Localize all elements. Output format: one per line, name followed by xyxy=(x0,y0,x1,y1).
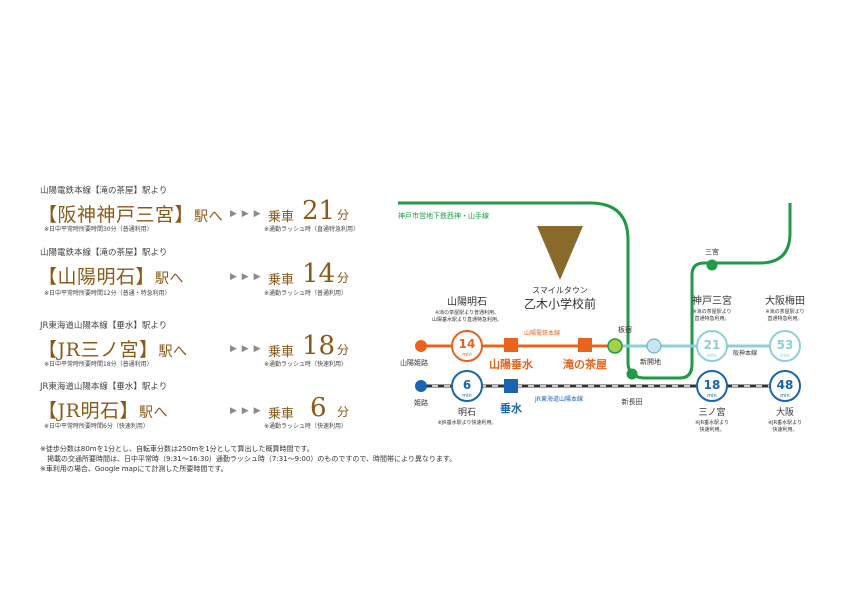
shin-nagata-label: 新長田 xyxy=(622,397,643,406)
himeji-label: 姫路 xyxy=(414,398,428,407)
route-1-from: 山陽電鉄本線【滝の茶屋】駅より xyxy=(40,186,168,196)
route-2-rush: ※通勤ラッシュ時（普通利用） xyxy=(264,290,348,297)
kobe-sannomiya-badge xyxy=(696,330,728,362)
route-3-destination: 【JR三ノ宮】駅へ xyxy=(38,339,188,361)
subway-line xyxy=(398,201,792,380)
sannomiya-jr-note-2: 快速利用。 xyxy=(699,426,724,433)
route-2-fun: 分 xyxy=(337,271,350,285)
osaka-umeda-badge xyxy=(769,330,801,362)
route-2-jousha: 乗車 xyxy=(268,273,295,288)
subway-line-label: 神戸市営地下鉄西神・山手線 xyxy=(398,211,489,220)
akashi-jr-min: 6 xyxy=(463,378,471,392)
sannomiya-jr-min: 18 xyxy=(704,378,721,392)
osaka-jr-badge xyxy=(769,370,801,402)
route-3-fun: 分 xyxy=(337,343,350,357)
sanyo-line-label: 山陽電鉄本線 xyxy=(524,329,560,337)
tarumi-marker xyxy=(504,379,518,393)
jr-line-label: JR東海道山陽本線 xyxy=(534,395,583,403)
osaka-umeda-label: 大阪梅田 xyxy=(765,294,805,307)
sanyo-himeji-dot xyxy=(415,340,427,352)
kobe-sannomiya-min: 21 xyxy=(704,338,721,352)
osaka-jr-label: 大阪 xyxy=(776,406,794,418)
route-4-rush: ※通勤ラッシュ時（快速利用） xyxy=(264,423,348,430)
route-4-arrows: ▶ ▶ ▶ xyxy=(230,406,262,416)
sannomiya-jr-label: 三ノ宮 xyxy=(698,406,725,418)
kobe-sannomiya-note-2: 直通特急利用。 xyxy=(694,315,729,322)
sanyo-akashi-badge xyxy=(451,330,483,362)
osaka-umeda-min: 53 xyxy=(777,338,794,352)
route-4-fun: 分 xyxy=(337,405,350,419)
sanyo-tarumi-marker xyxy=(504,338,518,352)
route-4-jousha: 乗車 xyxy=(268,407,295,422)
itayado-dot xyxy=(607,338,623,354)
tarumi-label: 垂水 xyxy=(500,401,523,415)
kobe-sannomiya-note-1: ※滝の茶屋駅より xyxy=(692,308,731,315)
route-1-daytime: ※日中平常時所要時間30分（普通利用） xyxy=(44,226,153,233)
sannomiya-subway-dot xyxy=(706,259,718,271)
akashi-jr-unit: min xyxy=(462,393,471,399)
footnote-2: 掲載の交通所要時間は、日中平常時（9:31〜16:30）通勤ラッシュ時（7:31… xyxy=(40,455,457,463)
sanyo-akashi-label: 山陽明石 xyxy=(447,296,487,308)
sannomiya-subway-label: 三宮 xyxy=(705,247,719,256)
shinkaichi-label: 新開地 xyxy=(640,357,661,366)
osaka-umeda-note-1: ※滝の茶屋駅より xyxy=(765,308,804,315)
route-2-from: 山陽電鉄本線【滝の茶屋】駅より xyxy=(40,248,168,258)
site-label-1: スマイルタウン xyxy=(532,286,588,295)
osaka-jr-min: 48 xyxy=(777,378,794,392)
sanyo-akashi-note-2: 山陽垂水駅より直通特急利用。 xyxy=(432,316,502,323)
footnote-1: ※徒歩分数は80mを1分とし、自転車分数は250mを1分として算出した概算時間で… xyxy=(40,445,314,453)
osaka-umeda-note-2: 直通特急利用。 xyxy=(767,315,802,322)
osaka-jr-unit: min xyxy=(780,393,789,399)
akashi-jr-label: 明石 xyxy=(458,407,476,418)
route-3-minutes: 18 xyxy=(302,331,336,361)
hanshin-line-label: 阪神本線 xyxy=(733,349,757,357)
route-1-destination: 【阪神神戸三宮】駅へ xyxy=(38,204,224,226)
route-3-arrows: ▶ ▶ ▶ xyxy=(230,344,262,354)
route-3-from: JR東海道山陽本線【垂水】駅より xyxy=(40,321,168,331)
route-1-fun: 分 xyxy=(337,208,350,222)
site-pointer xyxy=(537,226,583,280)
footnotes: ※徒歩分数は80mを1分とし、自転車分数は250mを1分として算出した概算時間で… xyxy=(40,444,456,474)
footnote-3: ※車利用の場合、Google mapにて計測した所要時間です。 xyxy=(40,465,228,473)
route-2-minutes: 14 xyxy=(302,259,336,289)
route-2-arrows: ▶ ▶ ▶ xyxy=(230,272,262,282)
sanyo-akashi-min: 14 xyxy=(459,337,476,351)
route-3-daytime: ※日中平常時所要時間18分（普通利用） xyxy=(44,361,153,368)
kobe-sannomiya-label: 神戸三宮 xyxy=(692,294,732,307)
kobe-sannomiya-unit: min xyxy=(707,353,716,359)
himeji-dot xyxy=(415,380,427,392)
route-4-minutes: 6 xyxy=(310,393,327,423)
takinochaya-label: 滝の茶屋 xyxy=(563,357,607,371)
sanyo-tarumi-label: 山陽垂水 xyxy=(489,357,534,371)
route-1-rush: ※通勤ラッシュ時（直通特急利用） xyxy=(264,226,360,233)
route-2-destination: 【山陽明石】駅へ xyxy=(38,266,185,288)
route-1-minutes: 21 xyxy=(302,196,336,226)
site-label-2: 乙木小学校前 xyxy=(524,296,596,311)
sanyo-akashi-note-1: ※滝の茶屋駅より普通利用。 xyxy=(435,309,499,316)
sanyo-himeji-label: 山陽姫路 xyxy=(400,358,428,367)
route-4-daytime: ※日中平常時所要時間6分（快速利用） xyxy=(44,423,149,430)
itayado-label: 板宿 xyxy=(618,325,632,334)
route-2-daytime: ※日中平常時所要時間12分（普通・特急利用） xyxy=(44,290,171,297)
sannomiya-jr-note-1: ※JR垂水駅より xyxy=(695,419,729,426)
osaka-jr-note-1: ※JR垂水駅より xyxy=(768,419,802,426)
route-1-jousha: 乗車 xyxy=(268,210,295,225)
akashi-jr-note: ※JR垂水駅より快速利用。 xyxy=(437,419,496,426)
takinochaya-marker xyxy=(578,338,592,352)
sannomiya-jr-badge xyxy=(696,370,728,402)
shinkaichi-dot xyxy=(646,338,662,354)
route-3-rush: ※通勤ラッシュ時（快速利用） xyxy=(264,361,348,368)
shin-nagata-dot xyxy=(626,368,638,380)
route-3-jousha: 乗車 xyxy=(268,345,295,360)
route-4-destination: 【JR明石】駅へ xyxy=(38,400,168,422)
osaka-umeda-unit: min xyxy=(780,353,789,359)
route-1-arrows: ▶ ▶ ▶ xyxy=(230,209,262,219)
sannomiya-jr-unit: min xyxy=(707,393,716,399)
akashi-jr-badge xyxy=(451,370,483,402)
sanyo-akashi-unit: min xyxy=(462,352,471,358)
osaka-jr-note-2: 快速利用。 xyxy=(772,426,797,433)
route-4-from: JR東海道山陽本線【垂水】駅より xyxy=(40,382,168,392)
